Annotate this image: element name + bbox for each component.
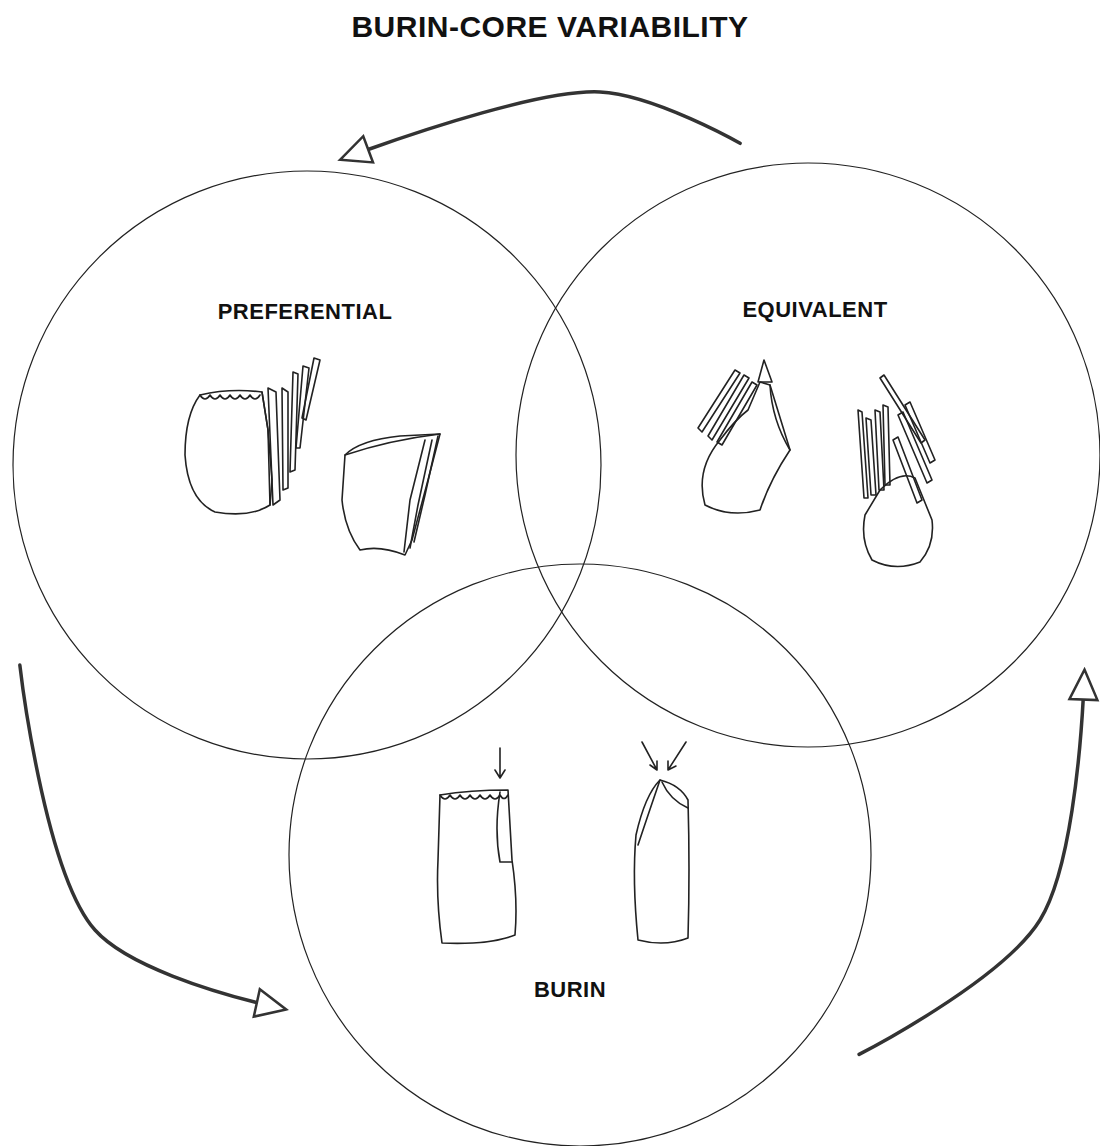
- circle-label: BURIN: [534, 977, 606, 1003]
- bladelet: [698, 370, 740, 432]
- tip-spall: [758, 360, 772, 382]
- circle-outline: [12, 170, 602, 760]
- burin-sketch: [438, 790, 517, 943]
- circle-outline: [515, 162, 1100, 748]
- blade-scar: [414, 436, 438, 542]
- arrow-shaft: [20, 665, 286, 1009]
- cycle-arrow: [340, 92, 740, 163]
- blow-arrow: [668, 742, 686, 770]
- retouch-scars: [200, 395, 260, 399]
- bladelet: [898, 412, 932, 483]
- venn-circle: [289, 564, 871, 1146]
- core-sketch: [342, 434, 440, 555]
- blade-scar: [404, 440, 425, 552]
- bladelet: [905, 402, 935, 463]
- arrow-head: [254, 989, 286, 1016]
- burin-facet: [497, 792, 512, 862]
- bladelet: [290, 372, 298, 472]
- circle-outline: [288, 563, 872, 1146]
- bladelet: [302, 358, 320, 420]
- bladelet: [880, 375, 925, 443]
- blade-scar: [410, 440, 432, 548]
- diagram-title: BURIN-CORE VARIABILITY: [0, 10, 1100, 44]
- bladelet: [883, 405, 890, 485]
- blow-arrow: [642, 742, 657, 770]
- circle-label: PREFERENTIAL: [218, 299, 393, 325]
- arrow-head: [1069, 670, 1097, 700]
- cycle-arrow: [859, 670, 1097, 1055]
- bladelet: [866, 418, 876, 495]
- bladelet: [296, 366, 309, 448]
- venn-circle: [13, 171, 601, 759]
- bladelet: [717, 382, 757, 445]
- equivalent-circle: EQUIVALENT: [515, 162, 1100, 748]
- burin-sketch: [634, 780, 689, 943]
- core-sketch: [185, 391, 270, 514]
- arrow-head: [340, 136, 373, 162]
- cycle-arrow: [20, 665, 286, 1017]
- blade-scar: [770, 385, 790, 450]
- blow-arrow: [495, 748, 505, 778]
- circle-label: EQUIVALENT: [742, 297, 887, 323]
- burin-circle: BURIN: [288, 563, 872, 1146]
- venn-circle: [516, 163, 1100, 747]
- bladelet: [893, 437, 922, 503]
- bladelet: [708, 375, 749, 440]
- blade-scar: [345, 434, 440, 455]
- arrow-shaft: [859, 670, 1084, 1055]
- burin-facet: [638, 780, 660, 845]
- bladelet: [282, 388, 288, 490]
- core-sketch: [864, 476, 933, 567]
- retouch-scars: [440, 795, 508, 799]
- arrow-shaft: [340, 92, 740, 160]
- preferential-circle: PREFERENTIAL: [12, 170, 602, 760]
- bladelet: [268, 388, 280, 505]
- burin-facet: [662, 782, 688, 808]
